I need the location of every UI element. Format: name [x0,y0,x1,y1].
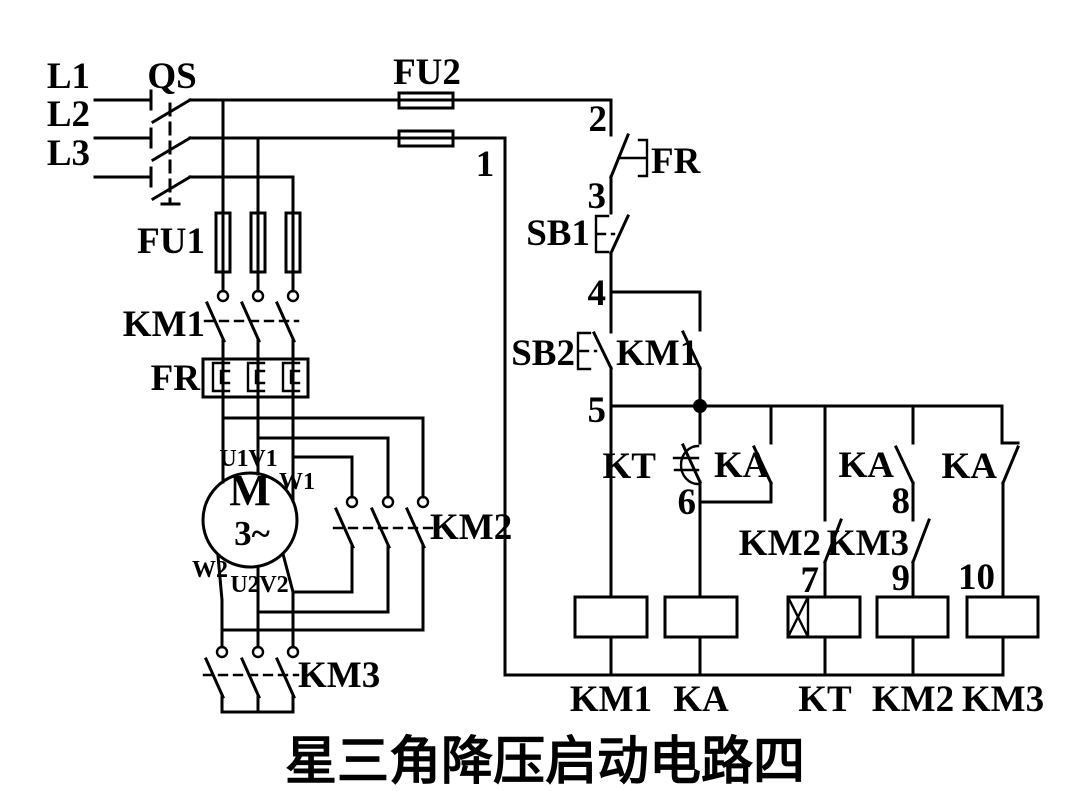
wire-number-7: 7 [801,560,820,601]
phase-label-l3: L3 [47,133,90,174]
km2-contacts-label: KM2 [430,507,512,548]
sb2-label: SB2 [511,333,575,374]
ka-contact3-label: KA [942,446,998,487]
qs-switch [150,97,193,206]
wire-number-3: 3 [588,176,607,217]
fu2-fuse-label: FU2 [393,52,461,93]
motor-letter: M [229,466,271,515]
fr-nc-contact [609,133,649,215]
wire-number-6: 6 [678,482,697,523]
fu1-fuse [214,211,302,274]
phase-label-l1: L1 [47,56,90,97]
motor-feed-wires [221,395,425,503]
ka-contact1-label: KA [714,445,770,486]
control-supply-wires [503,98,613,677]
star-wires [216,552,295,649]
control-circuit: 1 2 FR 3 SB1 4 SB2 [476,98,1044,720]
wire-number-4: 4 [588,273,607,314]
branch-ka-parallel [698,404,773,504]
fr-thermal-relay [201,357,310,399]
motor: M 3~ [201,466,299,569]
fr-thermal-label: FR [151,358,202,399]
km2-coil-label: KM2 [872,679,954,720]
node4-branch-wire [609,290,702,332]
wire-number-10: 10 [958,557,995,598]
ka-contact2-label: KA [839,445,895,486]
kt-contact-label: KT [603,446,657,487]
wire-number-1: 1 [476,144,495,185]
km3-coil-label: KM3 [962,679,1044,720]
km3-contacts-label: KM3 [298,655,380,696]
delta-return-wires [220,590,425,632]
motor-terminal-w1: W1 [279,469,315,495]
ka-coil-label: KA [673,679,729,720]
fu2-fuse [397,91,455,148]
branch-km1-coil [573,404,649,677]
km1-main-label: KM1 [123,304,205,345]
motor-terminal-w2: W2 [192,557,228,583]
km1-aux-label: KM1 [616,333,698,374]
motor-terminal-u2: U2 [230,572,259,598]
fr-nc-label: FR [651,141,702,182]
fu1-fuse-label: FU1 [137,221,205,262]
km1-coil-label: KM1 [570,679,652,720]
motor-terminal-v2: V2 [259,572,288,598]
wire-number-8: 8 [892,481,911,522]
wire-number-5: 5 [588,390,607,431]
phase-bus-lines [188,98,613,293]
phase-input-lines [93,89,153,188]
power-circuit: L1 L2 L3 QS FU2 FU [47,52,613,714]
motor-phase-label: 3~ [234,514,270,553]
branch-km2-interlock-kt-coil [786,404,862,677]
km2-contacts [332,495,440,632]
motor-terminal-u1: U1 [219,446,248,472]
phase-label-l2: L2 [47,94,90,135]
km1-main-contacts [203,289,300,361]
diagram-title: 星三角降压启动电路四 [285,733,805,791]
sb1-label: SB1 [526,213,590,254]
qs-switch-label: QS [147,56,196,97]
wire-number-9: 9 [892,558,911,599]
sb2-start-button [576,330,614,408]
branch-ka-km3-coil [965,404,1040,677]
branch-ka-km3-km2-coil [875,404,950,677]
motor-terminal-v1: V1 [248,446,277,472]
km3-contacts [202,645,300,714]
km3-interlock-label: KM3 [827,523,909,564]
wire-number-2: 2 [589,99,608,140]
kt-coil-label: KT [798,679,852,720]
km2-interlock-label: KM2 [739,523,821,564]
